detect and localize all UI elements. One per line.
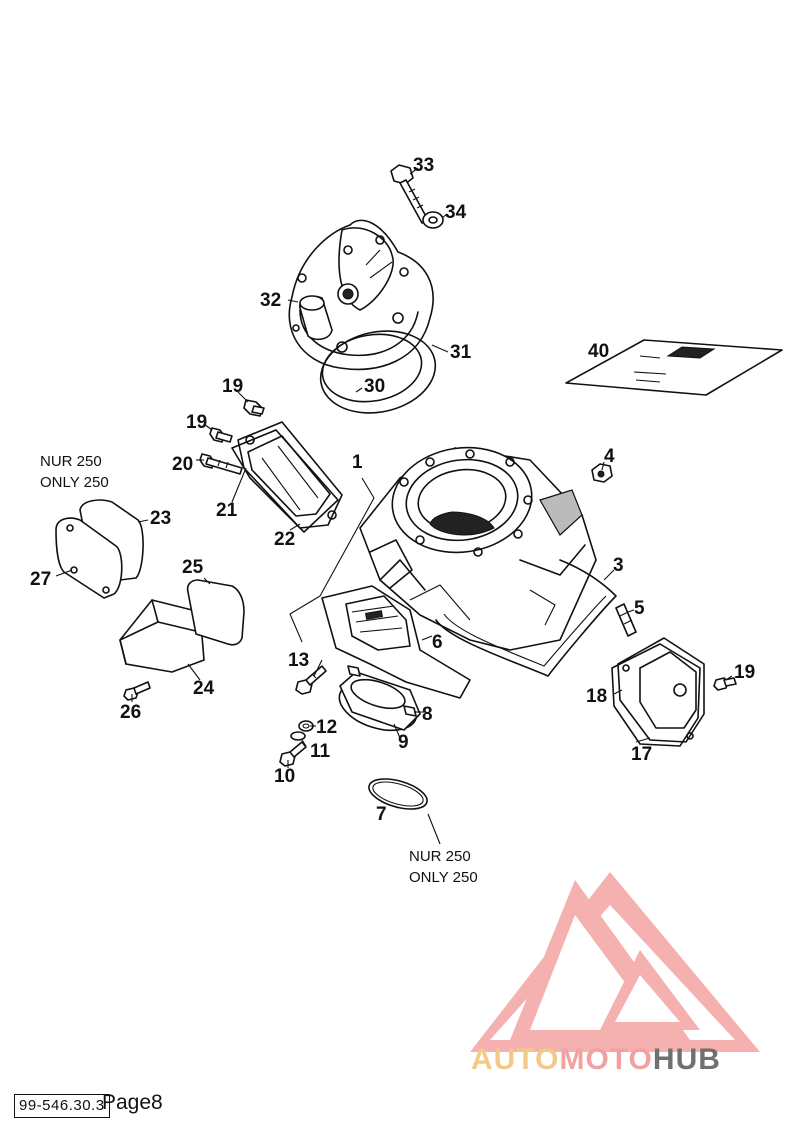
- note-bottom-line2: ONLY 250: [409, 869, 478, 886]
- watermark-logo-icon: [470, 872, 760, 1052]
- o-ring-part-31: [319, 330, 437, 414]
- gasket-part-27: [55, 517, 123, 599]
- callout-21: 21: [216, 500, 238, 521]
- callout-27: 27: [30, 569, 51, 590]
- washer-part-11: [290, 731, 306, 741]
- o-ring-part-7-inner: [372, 781, 424, 807]
- callout-11: 11: [310, 741, 331, 762]
- watermark-part-hub: HUB: [652, 1043, 721, 1076]
- callout-1: 1: [352, 452, 363, 473]
- watermark-part-auto: AUTO: [471, 1043, 560, 1076]
- reed-plate-part-25: [186, 579, 245, 646]
- watermark-part-moto: MOTO: [559, 1043, 653, 1076]
- leader-lines: [55, 167, 733, 845]
- callout-33: 33: [413, 155, 434, 176]
- callout-20: 20: [172, 454, 193, 475]
- callout-26: 26: [120, 702, 141, 723]
- callout-31: 31: [450, 342, 472, 363]
- gasket-part-22: [231, 429, 339, 533]
- cylinder-head-part-32: [288, 219, 434, 371]
- callout-25: 25: [182, 557, 204, 578]
- stud-part-5: [615, 603, 637, 637]
- manual-booklet-part-40: [565, 339, 783, 396]
- callout-23: 23: [150, 508, 171, 529]
- callout-4: 4: [604, 446, 615, 467]
- watermark-wordmark: AUTOMOTOHUB: [471, 1043, 721, 1077]
- callout-3: 3: [613, 555, 624, 576]
- callout-9: 9: [398, 732, 409, 753]
- reed-cover-part-24: [119, 599, 205, 673]
- note-bottom-line1: NUR 250: [409, 848, 471, 865]
- callout-22: 22: [274, 529, 295, 550]
- callout-8: 8: [422, 704, 433, 725]
- nut-part-4: [591, 463, 613, 483]
- callout-19-upper: 19: [222, 376, 243, 397]
- exhaust-cover-part-17: [617, 637, 705, 743]
- callout-24: 24: [193, 678, 215, 699]
- callout-34: 34: [445, 202, 467, 223]
- bolt-part-19-upper: [243, 399, 265, 417]
- note-left-line2: ONLY 250: [40, 474, 109, 491]
- bolt-part-26: [123, 681, 151, 701]
- bolt-part-10: [279, 741, 307, 767]
- callout-19-middle: 19: [186, 412, 207, 433]
- washer-part-12: [298, 720, 314, 732]
- exhaust-flange-cover-part-21: [237, 421, 343, 529]
- bolt-part-20: [199, 453, 243, 475]
- reed-valve-block-part-6: [321, 585, 471, 699]
- callout-6: 6: [432, 632, 443, 653]
- callout-10: 10: [274, 766, 295, 787]
- bolt-part-19-right: [713, 677, 737, 691]
- note-left-line1: NUR 250: [40, 453, 102, 470]
- o-ring-part-30: [321, 333, 423, 403]
- callout-40: 40: [588, 341, 609, 362]
- base-gasket-inner-line: [443, 595, 607, 667]
- callout-30: 30: [364, 376, 385, 397]
- callout-17: 17: [631, 744, 652, 765]
- intake-flange-part-9: [338, 671, 421, 732]
- base-gasket-part-3: [435, 559, 617, 677]
- gasket-part-18: [611, 643, 701, 747]
- callout-7: 7: [376, 804, 387, 825]
- callout-13: 13: [288, 650, 309, 671]
- washer-part-34: [422, 211, 444, 229]
- callout-5: 5: [634, 598, 645, 619]
- callout-18: 18: [586, 686, 607, 707]
- page-label: Page8: [102, 1091, 163, 1114]
- document-code: 99-546.30.3: [14, 1094, 110, 1118]
- bolt-part-13: [295, 665, 327, 695]
- cylinder-part-1: [359, 446, 597, 651]
- callout-19-right: 19: [734, 662, 755, 683]
- bolt-part-19-middle: [209, 427, 233, 443]
- callout-32: 32: [260, 290, 281, 311]
- insert-part-8: [347, 665, 417, 717]
- callout-12: 12: [316, 717, 337, 738]
